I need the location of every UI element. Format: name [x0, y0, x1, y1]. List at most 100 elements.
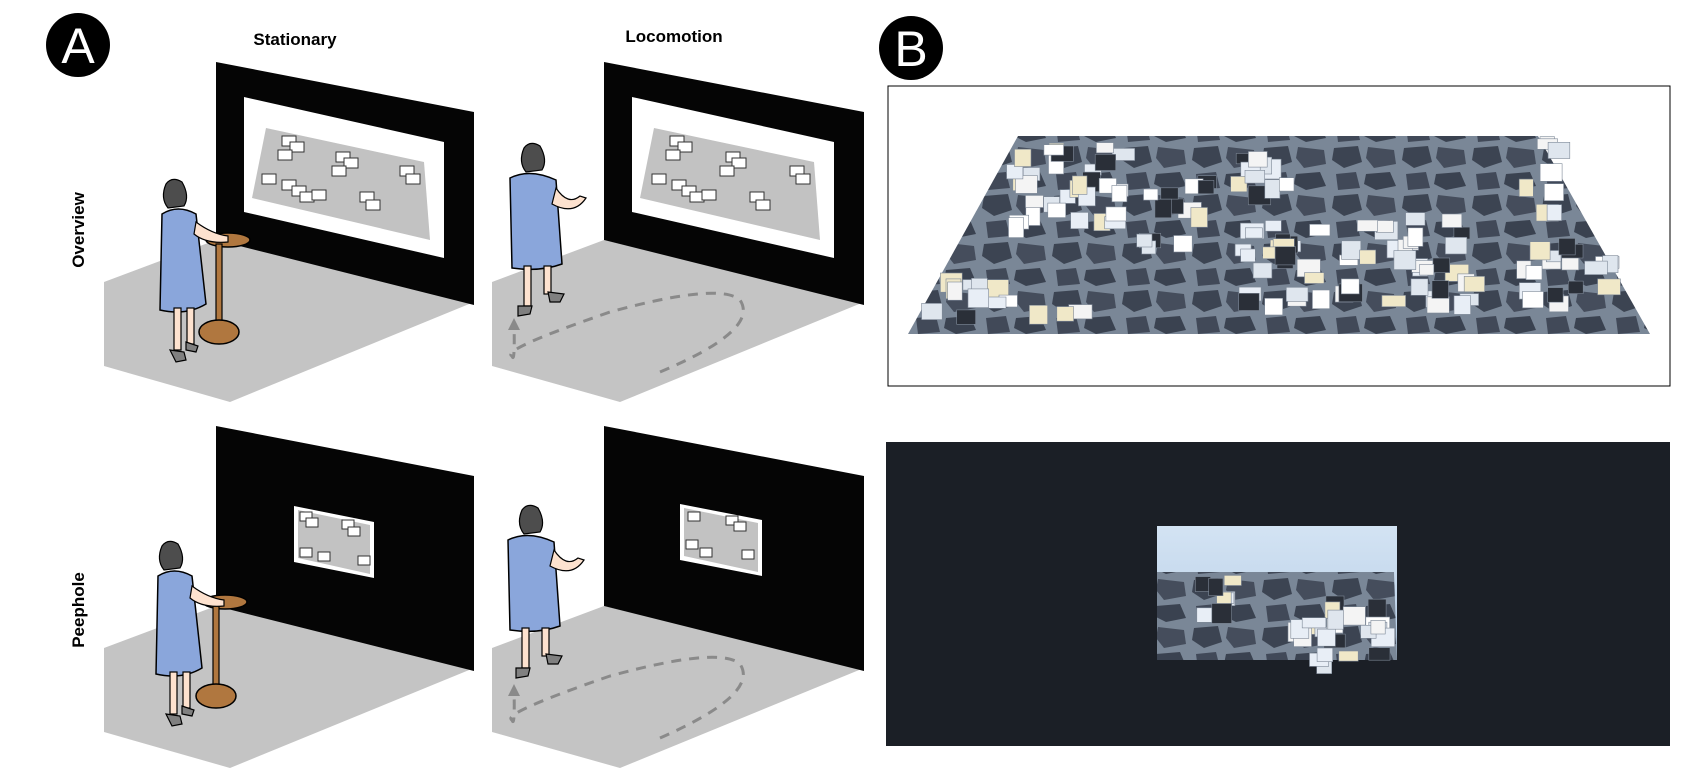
document-thumbnail [1316, 647, 1333, 662]
document-thumbnail [1393, 250, 1417, 270]
document-thumbnail [1154, 198, 1172, 219]
document-thumbnail [1008, 217, 1024, 238]
document-thumbnail [1111, 185, 1128, 203]
document-thumbnail [1529, 241, 1551, 261]
document-thumbnail [1407, 227, 1424, 247]
panel-a-letter: A [61, 18, 95, 74]
document-thumbnails [685, 511, 755, 560]
person-locomotion [509, 142, 587, 317]
document-thumbnail [1248, 151, 1268, 168]
document-thumbnail [1375, 220, 1394, 233]
document-thumbnail [1244, 170, 1265, 184]
document-thumbnail [1426, 296, 1450, 314]
document-thumbnail [1597, 278, 1621, 296]
document-thumbnail [1173, 235, 1193, 253]
document-thumbnail [1381, 295, 1406, 307]
document-thumbnail [1453, 295, 1471, 315]
person-stationary [155, 540, 225, 727]
document-thumbnail [1265, 220, 1282, 232]
document-thumbnail [987, 296, 1007, 309]
walking-path [509, 655, 745, 740]
path-arrowhead [508, 684, 520, 696]
scene-peephole-locomotion [492, 426, 864, 768]
document-thumbnail [1341, 278, 1360, 295]
document-thumbnail [1245, 227, 1263, 239]
document-thumbnail [1047, 202, 1067, 218]
column-title-stationary: Stationary [253, 30, 337, 49]
document-thumbnail [1096, 142, 1114, 154]
document-thumbnail [1309, 224, 1331, 237]
document-thumbnail [1432, 257, 1451, 273]
document-thumbnail [1547, 287, 1564, 303]
document-thumbnail [1431, 280, 1449, 299]
document-thumbnails [651, 135, 811, 211]
document-thumbnail [1072, 175, 1088, 195]
document-thumbnail [1279, 177, 1295, 192]
document-thumbnail [1539, 163, 1563, 182]
walking-path [509, 291, 745, 374]
document-thumbnail [1522, 291, 1544, 309]
document-thumbnail [1105, 206, 1127, 222]
document-thumbnail [1286, 286, 1309, 302]
document-thumbnails [261, 135, 421, 211]
document-thumbnail [1025, 195, 1044, 208]
document-thumbnail [1405, 212, 1426, 226]
person-locomotion [507, 504, 585, 679]
document-thumbnail [1197, 180, 1215, 195]
document-thumbnail [1230, 176, 1248, 193]
document-thumbnail [947, 281, 963, 301]
document-thumbnail [971, 277, 988, 291]
document-thumbnail [1327, 609, 1344, 630]
document-thumbnail [1056, 306, 1074, 322]
document-cluster [1195, 575, 1395, 674]
document-thumbnail [956, 309, 976, 325]
row-title-overview: Overview [69, 191, 88, 267]
document-thumbnail [1547, 142, 1571, 159]
document-thumbnail [1410, 278, 1429, 296]
document-thumbnail [1341, 240, 1362, 260]
document-thumbnail [1043, 144, 1064, 156]
document-thumbnail [1312, 289, 1331, 310]
standing-table [195, 594, 248, 709]
document-thumbnail [1342, 606, 1366, 626]
panel-b-letter: B [894, 21, 927, 77]
document-thumbnail [921, 303, 943, 320]
document-thumbnail [1240, 248, 1256, 263]
document-thumbnail [1525, 265, 1543, 281]
document-thumbnail [1094, 154, 1116, 171]
document-thumbnail [1558, 238, 1576, 256]
document-thumbnail [1195, 576, 1211, 592]
canvas-area [252, 128, 430, 240]
panel-b-overview-render [887, 85, 1671, 387]
document-thumbnail [1208, 578, 1224, 597]
document-thumbnail [1211, 603, 1232, 624]
document-thumbnail [1584, 260, 1608, 275]
document-thumbnail [1160, 187, 1179, 200]
document-cluster [921, 136, 1621, 325]
document-thumbnail [1136, 233, 1153, 248]
document-thumbnail [1264, 297, 1283, 316]
document-thumbnail [1544, 183, 1564, 201]
person-stationary [159, 178, 229, 363]
document-thumbnail [1419, 264, 1435, 276]
document-thumbnail [1070, 212, 1089, 229]
document-thumbnails [299, 511, 371, 566]
document-thumbnail [1029, 304, 1048, 325]
document-thumbnail [1304, 272, 1325, 284]
document-thumbnail [1359, 249, 1376, 265]
document-thumbnail [1252, 262, 1273, 279]
document-thumbnail [1367, 598, 1387, 618]
panel-b-badge: B [879, 16, 943, 80]
document-thumbnail [1190, 207, 1208, 228]
document-thumbnail [1568, 280, 1584, 294]
document-thumbnail [1264, 179, 1281, 199]
document-thumbnail [1357, 219, 1379, 232]
document-thumbnail [1338, 650, 1359, 662]
document-thumbnail [1317, 628, 1336, 647]
document-thumbnail [1274, 246, 1296, 266]
document-thumbnail [1370, 619, 1386, 635]
scene-overview-stationary [104, 62, 474, 402]
canvas-area [640, 128, 820, 240]
document-thumbnail [1014, 148, 1032, 167]
